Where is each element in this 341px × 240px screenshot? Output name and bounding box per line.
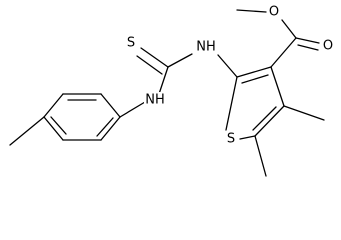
carbonyl-oxygen-label: O: [322, 38, 334, 54]
bond-carbonyl-o: [295, 37, 320, 44]
bond-thiophene-c4-c5-inner: [252, 106, 277, 131]
ester-oxygen-text: O: [269, 5, 279, 20]
bond-thiocarbonyl-s-second: [136, 55, 163, 75]
bond-thiophene-s-c2: [225, 76, 238, 131]
bond-nh-thiocarbonyl: [158, 66, 169, 95]
bond-ester-o-methyl: [236, 9, 267, 13]
ring-sulfur-label: S: [225, 131, 237, 147]
bond-layer: [9, 9, 325, 177]
thioamide-sulfur-text: S: [127, 36, 135, 51]
bond-c3-carbonyl: [270, 37, 297, 68]
bond-ring-a-5-inner: [50, 116, 67, 135]
bond-c5-methyl: [254, 135, 267, 177]
bond-thiocarbonyl-nh: [167, 53, 193, 68]
bond-ring-a-3-inner: [96, 117, 114, 137]
bond-ring-a-6: [43, 93, 64, 118]
bond-nh-thiophene: [217, 54, 238, 78]
thiourea-nh-right-label: NH: [195, 39, 217, 55]
bond-tolyl-methyl: [9, 116, 45, 146]
chemical-structure-diagram: O O S S NH NH: [9, 4, 334, 177]
thiourea-nh-right-text: NH: [196, 40, 216, 55]
thioamide-sulfur-label: S: [125, 35, 137, 51]
atom-label-layer: O O S S NH NH: [125, 4, 334, 147]
bond-carbonyl-ester-o: [281, 19, 297, 39]
bond-thiophene-c4-c5: [254, 105, 285, 137]
thiourea-nh-left-text: NH: [145, 93, 165, 108]
carbonyl-oxygen-text: O: [323, 39, 333, 54]
ring-sulfur-text: S: [227, 132, 235, 147]
bond-c4-methyl: [283, 105, 325, 121]
bond-ring-a-3: [100, 116, 121, 141]
bond-thiophene-c3-c4: [270, 66, 285, 107]
bond-thiophene-c2-c3-inner: [241, 74, 269, 84]
thiourea-nh-left-label: NH: [144, 92, 166, 108]
bond-thiophene-c5-s: [239, 135, 256, 140]
bond-carbonyl-o-second: [297, 44, 319, 51]
bond-ring-a-5: [43, 116, 64, 141]
bond-thiophene-c2-c3: [236, 66, 272, 78]
ester-oxygen-label: O: [268, 4, 280, 20]
bond-ring-a-2: [100, 93, 121, 118]
bond-aryl-nh: [119, 101, 146, 118]
bond-thiocarbonyl-s: [140, 47, 169, 68]
